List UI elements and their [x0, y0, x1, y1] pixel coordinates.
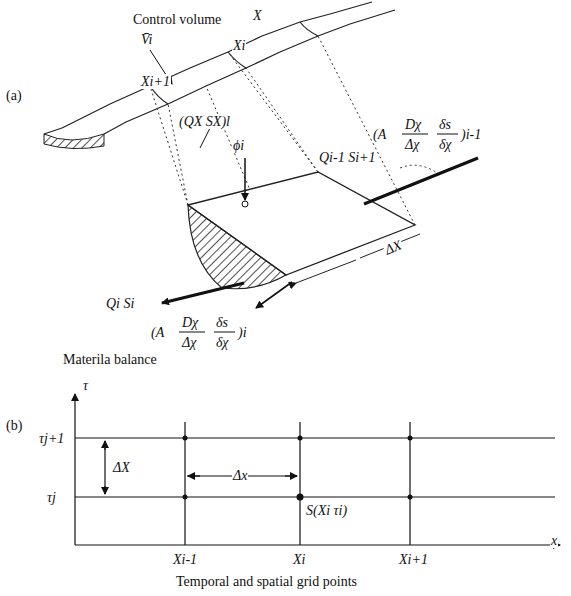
end-cross-section: [44, 134, 104, 149]
dimension-label: ΔX: [382, 237, 405, 258]
flux-term: Δχ: [181, 335, 197, 350]
flux-term: Δχ: [404, 137, 420, 152]
callout-label: Control volume: [132, 12, 222, 27]
grid: [75, 394, 560, 545]
dimension-line: [296, 260, 356, 283]
fraction-bar: [402, 134, 428, 135]
node-value: S(Xi τi): [305, 503, 348, 518]
section-label: Xi+1: [140, 74, 171, 89]
dimension-label: Δx: [232, 468, 248, 483]
axis-tick: Xi-1: [172, 552, 198, 567]
flux-label: Qi Si: [105, 296, 135, 311]
symbol-label: V̄i: [140, 32, 153, 47]
caption-text: Temporal and spatial grid points: [175, 574, 358, 589]
inflow-arrow: [364, 158, 478, 204]
axis-tick: Xi: [292, 552, 306, 567]
panel-label: (a): [5, 88, 23, 103]
flux-term: )i-1: [460, 127, 482, 142]
flux-term: Dχ: [404, 117, 422, 132]
flux-term: )i: [237, 325, 248, 340]
flux-term: δs: [438, 117, 452, 132]
flux-term: δs: [215, 315, 229, 330]
inflow-point: [242, 201, 248, 207]
dispersion-arrow: [410, 168, 452, 186]
flux-term: Dχ: [181, 315, 199, 330]
flux-term: δχ: [438, 137, 452, 152]
leader-line: [200, 128, 210, 148]
section-label: Xi: [232, 38, 246, 53]
axis-tick: τj+1: [38, 431, 65, 446]
dimension-line: [360, 234, 420, 258]
cross-section-hatch: [188, 205, 286, 289]
flux-label: (QX SX)l: [178, 114, 231, 129]
caption-text: Materila balance: [62, 352, 158, 367]
panel-label: (b): [5, 418, 23, 433]
lateral-inflow-arrow: [244, 158, 246, 200]
flux-term: (A: [372, 127, 387, 142]
fraction-bar: [214, 332, 235, 333]
axis-tick: Xi+1: [398, 552, 429, 567]
dispersion-arrow: [256, 282, 292, 308]
flux-label: Qi-1 Si+1: [318, 150, 377, 165]
axis-tick: τj: [46, 490, 57, 505]
axis-label: x: [550, 533, 558, 548]
fraction-bar: [437, 134, 458, 135]
dimension-label: ΔX: [112, 460, 131, 475]
river-channel: [44, 2, 395, 134]
flux-term: δχ: [215, 335, 229, 350]
section-label: X: [252, 8, 263, 23]
flux-term: (A: [150, 325, 165, 340]
fraction-bar: [179, 332, 205, 333]
outflow-arrow: [162, 283, 244, 303]
grid-points: [183, 436, 413, 501]
axis-label: τ: [82, 378, 89, 393]
symbol-label: ϕi: [232, 138, 245, 153]
